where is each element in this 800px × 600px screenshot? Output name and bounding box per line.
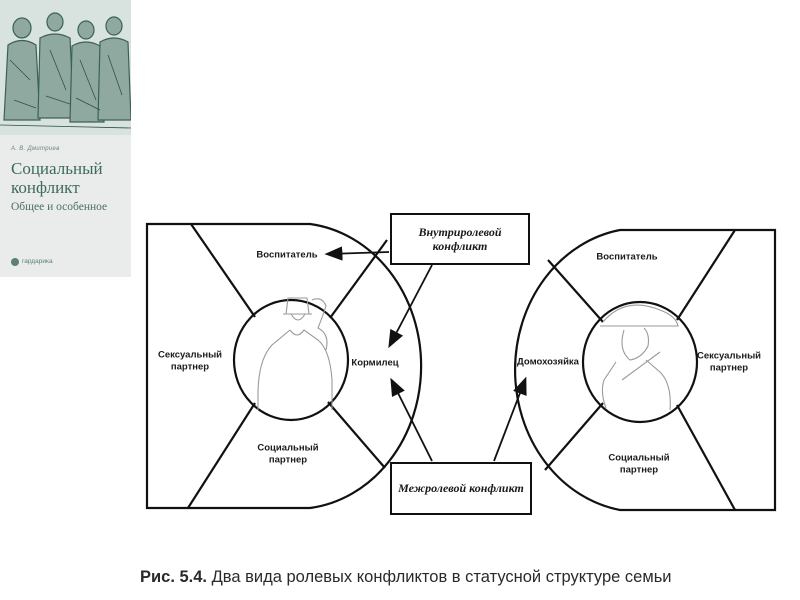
right-role-educator: Воспитатель bbox=[596, 251, 658, 263]
cover-illustration bbox=[0, 0, 131, 135]
arrow-to-breadwinner-from-intra bbox=[388, 264, 433, 349]
right-center-oval bbox=[581, 300, 699, 424]
left-center-oval bbox=[232, 298, 350, 422]
left-status-shape bbox=[145, 222, 423, 510]
right-status-shape bbox=[514, 228, 777, 512]
figure-caption-text: Два вида ролевых конфликтов в статусной … bbox=[211, 568, 672, 586]
right-role-sexual-partner: Сексуальный партнер bbox=[696, 350, 762, 374]
book-cover: А. В. Дмитриев Социальный конфликт Общее… bbox=[0, 0, 131, 277]
right-role-housewife: Домохозяйка bbox=[517, 356, 579, 368]
arrow-to-housewife bbox=[493, 376, 527, 462]
arrow-to-breadwinner-from-inter bbox=[390, 377, 433, 462]
intra-role-conflict-label: Внутриролевой конфликт bbox=[418, 225, 502, 253]
left-role-sexual-partner: Сексуальный партнер bbox=[157, 349, 223, 373]
figure-number: Рис. 5.4. bbox=[140, 568, 208, 586]
cover-publisher: гардарика bbox=[22, 258, 53, 265]
cover-subtitle: Общее и особенное bbox=[11, 201, 108, 213]
left-role-educator: Воспитатель bbox=[256, 249, 318, 261]
cover-title: Социальный конфликт bbox=[11, 159, 103, 197]
cover-author: А. В. Дмитриев bbox=[11, 146, 60, 152]
left-role-social-partner: Социальный партнер bbox=[257, 442, 319, 466]
intra-role-box bbox=[390, 213, 530, 265]
inter-role-conflict-label: Межролевой конфликт bbox=[398, 481, 524, 495]
right-role-social-partner: Социальный партнер bbox=[608, 452, 670, 476]
inter-role-box bbox=[390, 462, 532, 515]
arrow-to-left-educator bbox=[324, 246, 390, 261]
left-role-breadwinner: Кормилец bbox=[351, 357, 399, 369]
figure-caption: Рис. 5.4. Два вида ролевых конфликтов в … bbox=[140, 568, 672, 587]
publisher-logo-icon bbox=[11, 258, 19, 266]
